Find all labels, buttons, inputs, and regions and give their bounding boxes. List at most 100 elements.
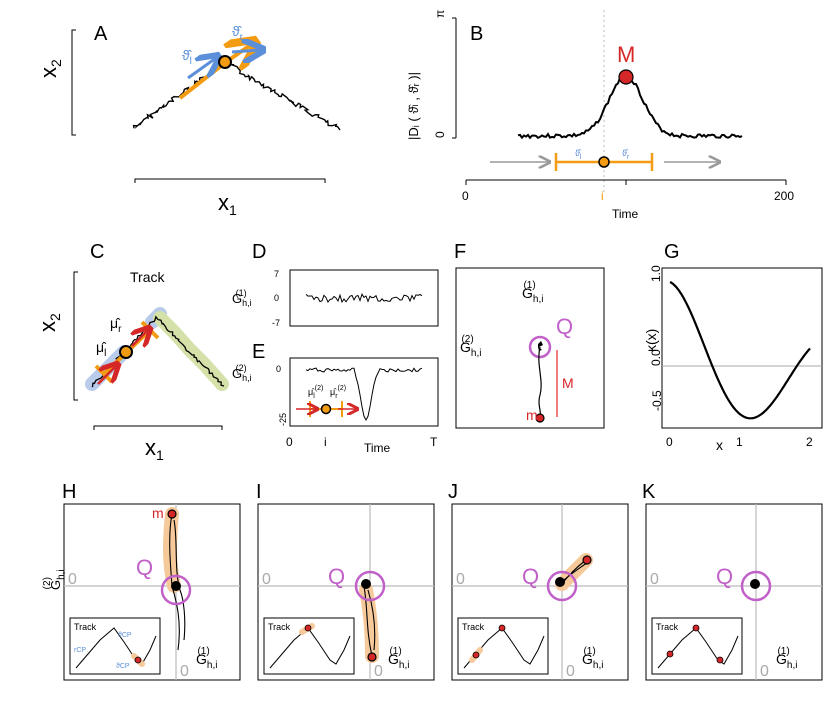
k-q-label: Q [716,564,733,589]
g-xlabel: x [716,437,723,453]
g-xtick-0: 0 [666,435,673,449]
e-tick-0: 0 [276,364,281,374]
k-inset: Track [651,617,743,675]
e-tick-25: -25 [278,413,288,426]
j-zero-x: 0 [566,663,575,680]
f-q-circle [528,335,552,359]
h-q-circle [160,574,192,606]
f-m-label: m [526,407,538,423]
c-y-bracket [73,271,78,401]
h-inset-r: rCP [74,647,86,654]
panel-letter-i: I [256,481,262,503]
f-q-label: Q [556,314,573,339]
k-frame [645,503,823,681]
b-center-dot [598,156,610,168]
c-xlabel: x1 [145,435,164,463]
d-tick-0: 0 [274,293,279,303]
c-green-band [153,311,229,391]
g-kappa-curve [669,281,811,420]
panel-j: J 0 0 Q Track Gh,i(1) [448,481,629,681]
b-i-tick: i [601,189,604,203]
b-m-label: M [617,42,635,67]
e-mu-r: μ̂r(2) [330,385,346,400]
e-xtick-T: T [430,435,438,449]
panel-b: B π 0 |Dᵢ ( ϑ̂ₗ , ϑ̂ᵣ )| M ϑ̂l ϑ̂r 0 200… [406,10,794,221]
trajectory-a [132,59,341,131]
i-zero-x: 0 [374,663,383,680]
j-q-label: Q [522,564,539,589]
g-ytick-0: 0.0 [649,349,663,366]
h-q-label: Q [136,555,153,580]
a-xlabel: x1 [218,190,237,218]
i-m-dot [367,652,377,662]
g-ylabel: κ(x) [643,329,659,352]
c-mu-l: μ̂l [96,339,107,359]
c-ylabel: x2 [35,313,63,332]
f-trace [538,346,542,419]
g-frame [661,267,823,429]
panel-k: K 0 0 Q Track Gh,i(1) [642,481,823,681]
b-curve [517,74,743,140]
h-inset-theta2: ϑCP [116,663,130,670]
i-zero-y: 0 [262,571,271,588]
panel-letter-h: H [62,481,76,503]
bottom-ylabel: Gh,i(2) [42,569,67,590]
c-red-arrow-l [97,366,116,385]
h-frame [63,503,241,681]
panel-letter-d: D [252,241,266,263]
c-x-bracket [93,425,223,430]
f-top-label: Gh,i(1) [522,280,543,305]
d-tick-7: 7 [274,269,279,279]
i-inset-title: Track [268,622,291,632]
k-xlabel: Gh,i(1) [776,646,797,671]
panel-letter-a: A [94,23,108,45]
panel-f: F Gh,i(1) Gh,i(2) Q M m [454,241,605,429]
e-xtick-0: 0 [286,435,293,449]
b-xlabel: Time [612,207,639,221]
i-inset: Track [263,617,355,675]
panel-letter-k: K [642,481,656,503]
k-zero-x: 0 [760,663,769,680]
d-frame [289,269,439,327]
e-center-dot [320,403,332,415]
theta-l-label: ϑ̂l [182,47,193,67]
c-mu-r: μ̂r [110,315,122,335]
c-point-i [119,345,133,359]
i-frame [257,503,435,681]
f-frame [455,267,605,429]
i-xlabel: Gh,i(1) [388,646,409,671]
j-zero-y: 0 [456,571,465,588]
g-xtick-2: 2 [806,435,813,449]
k-inset-title: Track [656,622,679,632]
g-ytick-m05: -0.5 [650,390,664,411]
j-xlabel: Gh,i(1) [582,646,603,671]
g-ytick-1: 1.0 [649,265,663,282]
h-inset: Track ϑCP rCP ϑCP [69,617,161,675]
panel-i: I 0 0 Q Track Gh,i(1) [256,481,435,681]
j-m-dot [582,555,592,565]
h-m-label: m [152,505,164,521]
b-max-marker [618,69,634,85]
panel-letter-j: J [448,481,458,503]
panel-g: G 1.0 0.0 -0.5 κ(x) 0 1 2 x [643,241,823,453]
i-orange-band [359,583,379,663]
h-inset-theta1: ϑCP [118,632,132,639]
theta-r-arrow [231,50,260,52]
f-cluster [538,341,543,351]
e-xtick-i: i [324,435,327,449]
b-ytick-0: 0 [433,131,447,138]
f-left-label: Gh,i(2) [460,334,481,359]
theta-l-arrow [187,58,216,80]
k-zero-y: 0 [650,571,659,588]
j-inset-title: Track [462,622,485,632]
e-ylabel: Gh,i(2) [232,363,252,383]
panel-d: D 7 0 -7 Gh,i(1) [232,241,439,328]
b-xtick-0: 0 [462,189,469,203]
panel-letter-g: G [664,241,680,263]
point-i [218,55,232,69]
panel-letter-e: E [252,341,265,363]
h-zero-x: 0 [180,663,189,680]
c-title: Track [130,269,165,285]
g-xtick-1: 1 [736,435,743,449]
